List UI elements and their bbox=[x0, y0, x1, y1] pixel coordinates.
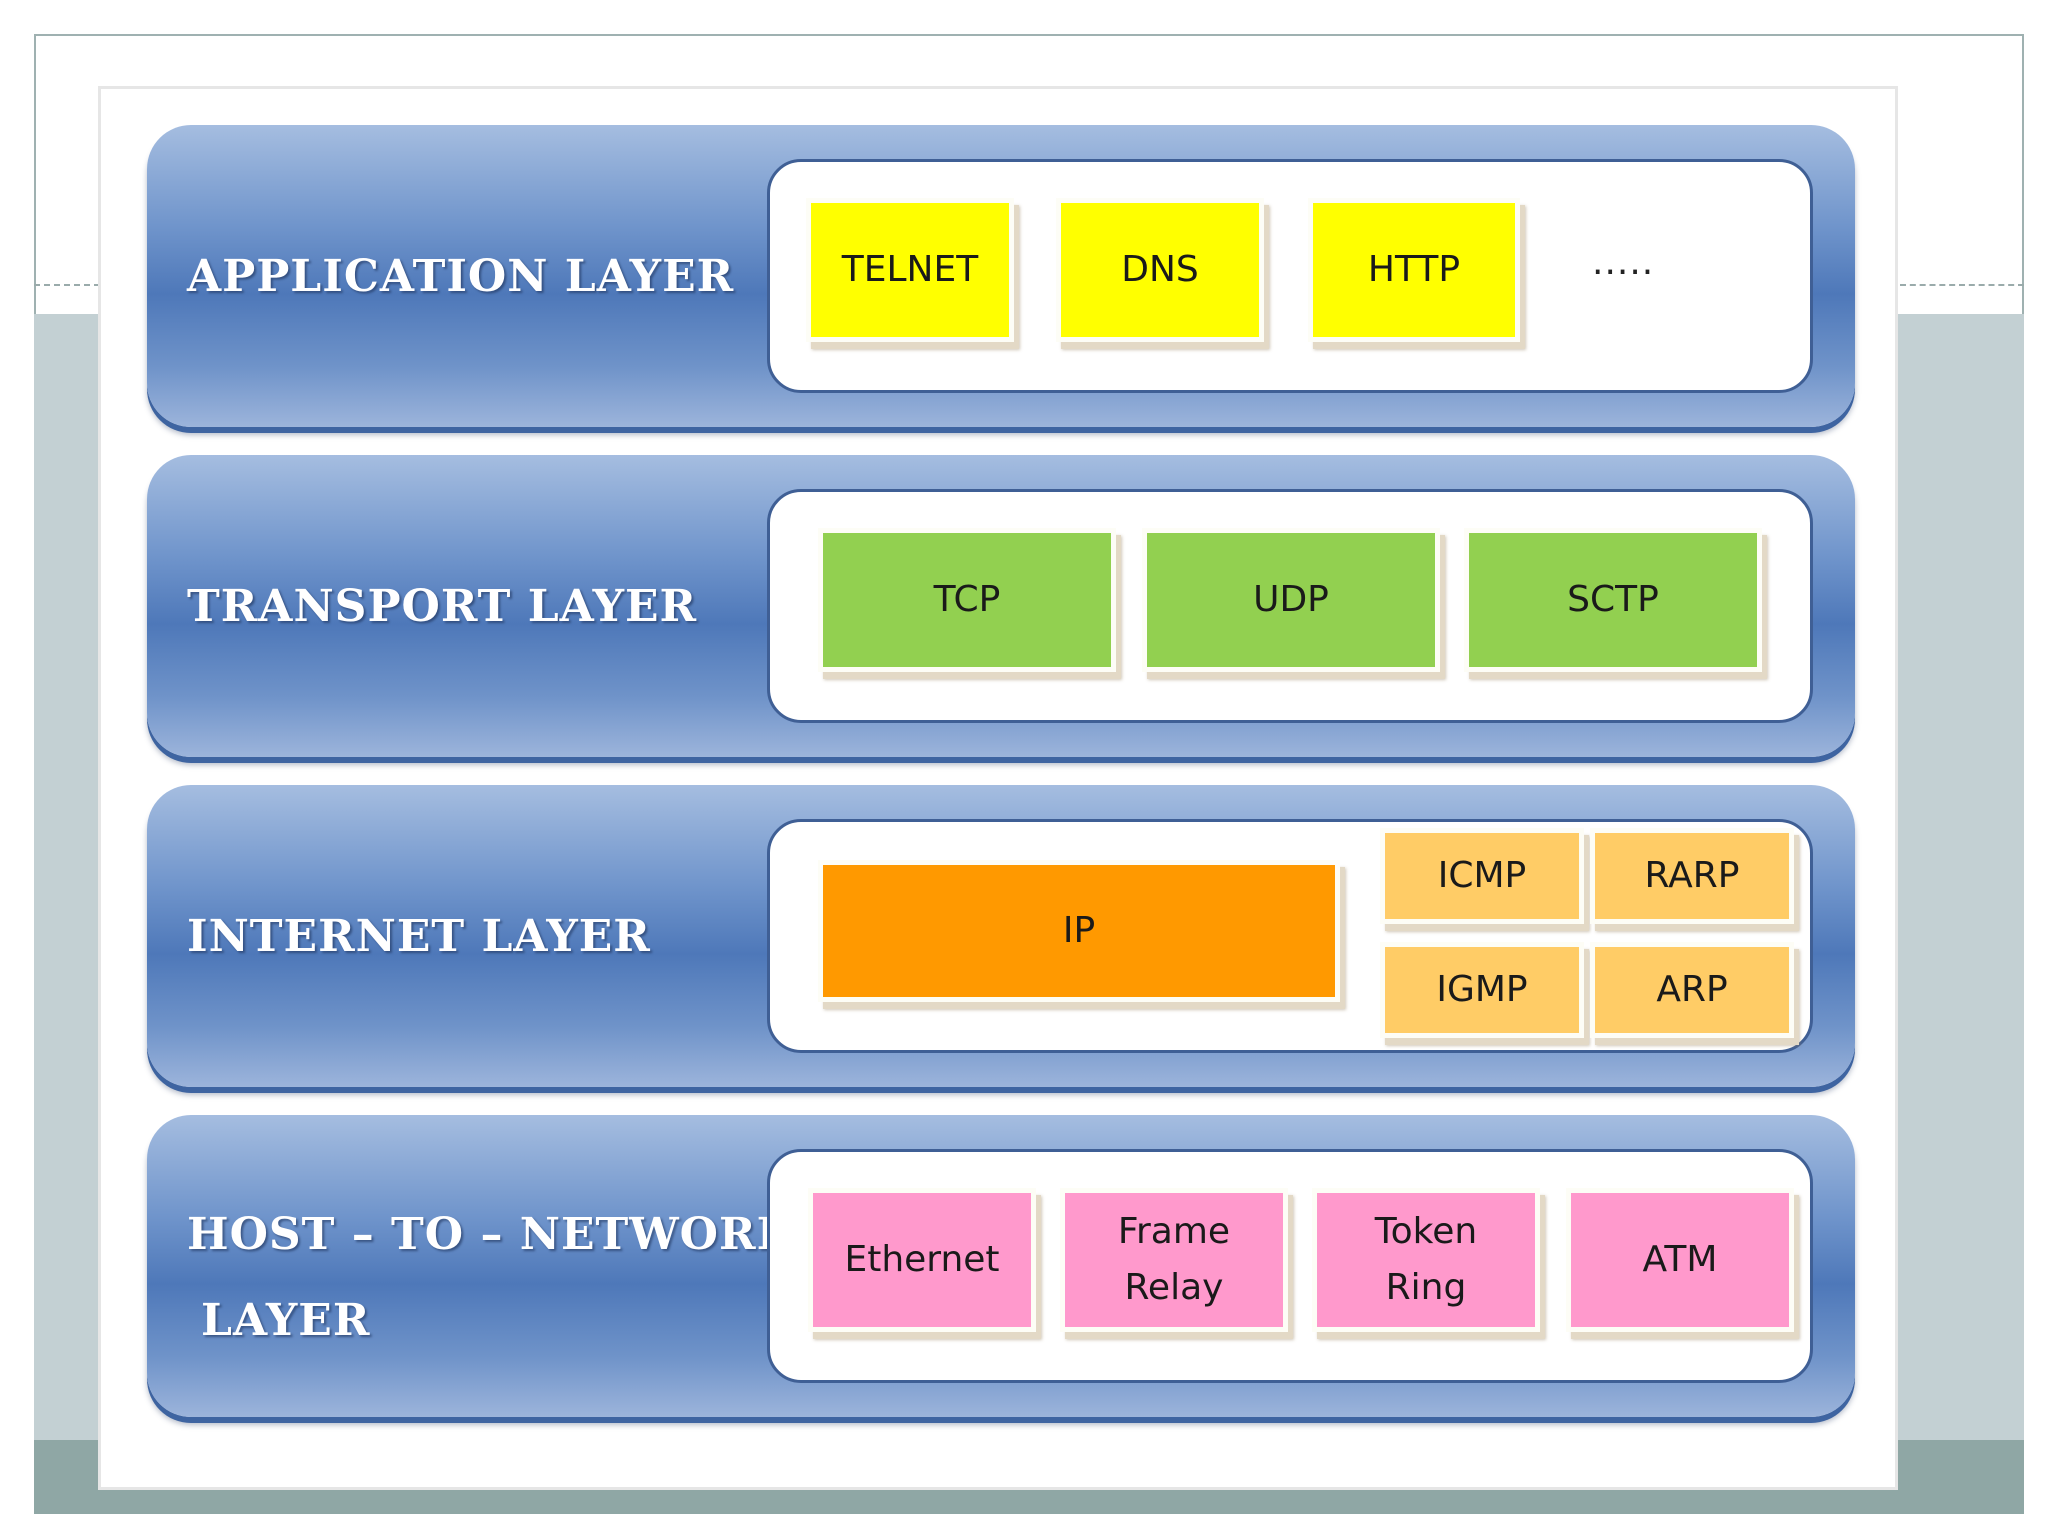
protocol-icmp: ICMP bbox=[1380, 828, 1584, 924]
internet-protocols-panel: IP ICMP RARP IGMP ARP bbox=[767, 819, 1813, 1053]
application-layer: APPLICATION LAYER TELNET DNS HTTP ..... bbox=[147, 125, 1855, 427]
application-protocols-panel: TELNET DNS HTTP ..... bbox=[767, 159, 1813, 393]
transport-protocols-panel: TCP UDP SCTP bbox=[767, 489, 1813, 723]
host-to-network-layer: HOST – TO – NETWORK LAYER Ethernet Frame… bbox=[147, 1115, 1855, 1417]
protocol-udp: UDP bbox=[1142, 528, 1440, 672]
application-layer-label: APPLICATION LAYER bbox=[187, 251, 735, 302]
protocol-igmp: IGMP bbox=[1380, 942, 1584, 1038]
protocol-http: HTTP bbox=[1308, 198, 1520, 342]
protocol-rarp: RARP bbox=[1590, 828, 1794, 924]
protocol-frame-relay: Frame Relay bbox=[1060, 1188, 1288, 1332]
divider-left bbox=[34, 284, 100, 286]
protocol-token-ring: Token Ring bbox=[1312, 1188, 1540, 1332]
protocol-ethernet: Ethernet bbox=[808, 1188, 1036, 1332]
more-protocols-ellipsis: ..... bbox=[1592, 242, 1655, 283]
protocol-ip: IP bbox=[818, 860, 1340, 1002]
protocol-tcp: TCP bbox=[818, 528, 1116, 672]
protocol-sctp: SCTP bbox=[1464, 528, 1762, 672]
protocol-token-ring-line1: Token bbox=[1374, 1211, 1478, 1253]
protocol-atm: ATM bbox=[1566, 1188, 1794, 1332]
protocol-dns: DNS bbox=[1056, 198, 1264, 342]
protocol-frame-relay-line1: Frame bbox=[1117, 1211, 1231, 1253]
diagram-frame: APPLICATION LAYER TELNET DNS HTTP ..... … bbox=[98, 86, 1898, 1490]
host-to-network-protocols-panel: Ethernet Frame Relay Token Ring ATM bbox=[767, 1149, 1813, 1383]
protocol-telnet: TELNET bbox=[806, 198, 1014, 342]
protocol-atm-label: ATM bbox=[1642, 1239, 1718, 1281]
protocol-ethernet-label: Ethernet bbox=[844, 1239, 1000, 1281]
host-to-network-layer-label-line2: LAYER bbox=[201, 1295, 371, 1346]
divider-right bbox=[1900, 284, 2024, 286]
host-to-network-layer-label-line1: HOST – TO – NETWORK bbox=[187, 1209, 796, 1260]
protocol-arp: ARP bbox=[1590, 942, 1794, 1038]
internet-layer-label: INTERNET LAYER bbox=[187, 911, 651, 962]
protocol-token-ring-line2: Ring bbox=[1385, 1267, 1467, 1308]
internet-layer: INTERNET LAYER IP ICMP RARP IGMP ARP bbox=[147, 785, 1855, 1087]
transport-layer: TRANSPORT LAYER TCP UDP SCTP bbox=[147, 455, 1855, 757]
transport-layer-label: TRANSPORT LAYER bbox=[187, 581, 698, 632]
protocol-frame-relay-line2: Relay bbox=[1124, 1267, 1224, 1308]
